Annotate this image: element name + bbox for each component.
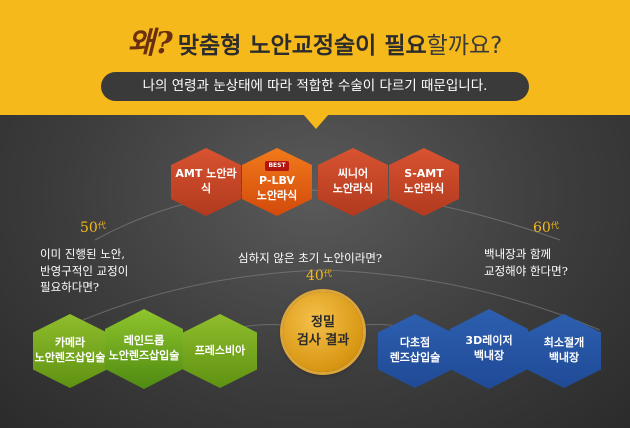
hex-label: 카메라 <box>54 336 86 350</box>
hex-label: 3D레이저 <box>465 334 513 348</box>
hex-label: P-LBV <box>259 173 295 187</box>
note-line: 반영구적인 교정이 <box>40 263 129 278</box>
note-line: 백내장과 함께 <box>484 247 552 261</box>
hex-raindrop-lens[interactable]: 레인드롭 노안렌즈삽입술 <box>105 309 183 389</box>
note-60s: 백내장과 함께 교정해야 한다면? <box>484 246 568 279</box>
hex-presbia[interactable]: 프레스비아 <box>183 314 257 388</box>
age-value: 40 <box>306 268 324 284</box>
best-badge: BEST <box>265 160 289 171</box>
hex-label: 렌즈삽입술 <box>389 351 441 364</box>
hex-label: 노안라식 <box>332 182 374 195</box>
age-60s: 60代 <box>533 220 559 236</box>
note-line: 교정해야 한다면? <box>484 263 568 278</box>
subheadline-pill: 나의 연령과 눈상태에 따라 적합한 수술이 다르기 때문입니다. <box>101 72 529 101</box>
hex-label: 다초점 <box>399 336 431 350</box>
hex-label: 백내장 <box>548 351 580 364</box>
age-value: 50 <box>80 220 98 236</box>
age-40s: 40代 <box>306 268 332 284</box>
hex-3d-laser-cataract[interactable]: 3D레이저 백내장 <box>450 309 528 389</box>
headline-bold: 맞춤형 노안교정술이 필요 <box>177 33 427 59</box>
age-suffix: 代 <box>550 221 559 230</box>
note-line: 필요하다면? <box>40 280 100 295</box>
hex-label: S-AMT <box>404 167 444 181</box>
note-50s: 이미 진행된 노안, 반영구적인 교정이 필요하다면? <box>40 246 128 296</box>
note-40s: 심하지 않은 초기 노안이라면? <box>238 251 383 265</box>
hex-label: 최소절개 <box>543 336 585 350</box>
hex-camera-lens[interactable]: 카메라 노안렌즈삽입술 <box>33 314 107 388</box>
circle-line: 검사 결과 <box>296 333 350 348</box>
circle-line: 정밀 <box>311 315 335 331</box>
hex-label: AMT 노안라식 <box>175 167 237 195</box>
exam-result-circle[interactable]: 정밀 검사 결과 <box>283 292 363 372</box>
age-value: 60 <box>533 220 551 236</box>
headline: 왜? 맞춤형 노안교정술이 필요할까요? <box>0 18 630 62</box>
hex-label: 노안라식 <box>256 188 298 202</box>
hex-label: 레인드롭 <box>123 334 165 348</box>
hex-label: 씨니어 <box>337 167 369 181</box>
hex-multifocal-lens[interactable]: 다초점 렌즈삽입술 <box>378 314 452 388</box>
age-suffix: 代 <box>97 221 106 230</box>
hex-label: 노안라식 <box>403 182 445 195</box>
banner-pointer <box>303 114 329 129</box>
hex-label: 노안렌즈삽입술 <box>108 349 180 362</box>
hex-label: 프레스비아 <box>194 343 246 357</box>
hex-label: 노안렌즈삽입술 <box>34 351 106 364</box>
age-suffix: 代 <box>323 269 332 278</box>
note-line: 이미 진행된 노안, <box>40 247 126 261</box>
why-mark: 왜? <box>127 26 173 61</box>
hex-label: 백내장 <box>473 349 505 362</box>
headline-regular: 할까요? <box>426 33 503 59</box>
hex-micro-incision-cataract[interactable]: 최소절개 백내장 <box>527 314 601 388</box>
header-banner: 왜? 맞춤형 노안교정술이 필요할까요? 나의 연령과 눈상태에 따라 적합한 … <box>0 0 630 115</box>
age-50s: 50代 <box>80 220 106 236</box>
